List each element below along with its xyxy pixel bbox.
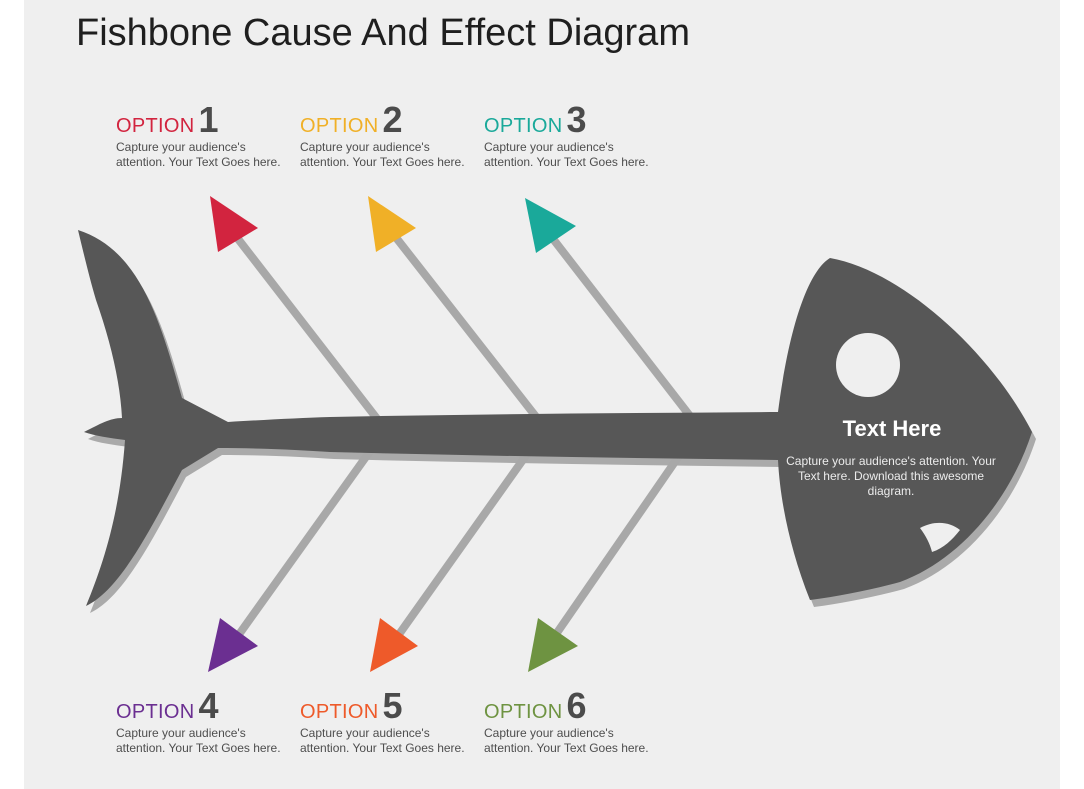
arrow-2 xyxy=(368,196,416,252)
arrow-4 xyxy=(208,618,258,672)
diagram-title: Fishbone Cause And Effect Diagram xyxy=(76,12,690,54)
option-6-description: Capture your audience's attention. Your … xyxy=(484,726,649,755)
option-2-number: 2 xyxy=(382,99,403,140)
fish-body xyxy=(78,230,1032,606)
head-title: Text Here xyxy=(842,416,942,441)
arrow-5 xyxy=(370,618,418,672)
bone-6 xyxy=(548,437,694,643)
arrow-3 xyxy=(525,198,576,253)
bone-3 xyxy=(546,232,694,419)
arrow-6 xyxy=(528,618,578,672)
bone-2 xyxy=(390,232,541,421)
arrowheads xyxy=(208,196,578,672)
option-1-label: OPTION xyxy=(116,115,195,137)
option-5-number: 5 xyxy=(382,685,403,726)
fish-mouth xyxy=(920,522,960,552)
option-5-description: Capture your audience's attention. Your … xyxy=(300,726,465,755)
arrow-1 xyxy=(210,196,258,252)
option-3-description: Capture your audience's attention. Your … xyxy=(484,140,649,169)
option-4-description: Capture your audience's attention. Your … xyxy=(116,726,281,755)
option-3-number: 3 xyxy=(566,99,587,140)
bone-5 xyxy=(391,437,541,643)
option-4-label: OPTION xyxy=(116,701,195,723)
option-5-label: OPTION xyxy=(300,701,379,723)
option-1-number: 1 xyxy=(198,99,219,140)
bones xyxy=(231,232,694,643)
option-2-label: OPTION xyxy=(300,115,379,137)
bone-4 xyxy=(231,437,382,643)
option-3-label: OPTION xyxy=(484,115,563,137)
option-6-label: OPTION xyxy=(484,701,563,723)
option-6-number: 6 xyxy=(566,685,587,726)
option-4-number: 4 xyxy=(198,685,219,726)
fish-shape xyxy=(78,230,1032,606)
head-description: Capture your audience's attention. Your … xyxy=(786,454,996,498)
option-2-description: Capture your audience's attention. Your … xyxy=(300,140,465,169)
fish-eye xyxy=(836,333,900,397)
bone-1 xyxy=(231,232,382,423)
option-1-description: Capture your audience's attention. Your … xyxy=(116,140,281,169)
